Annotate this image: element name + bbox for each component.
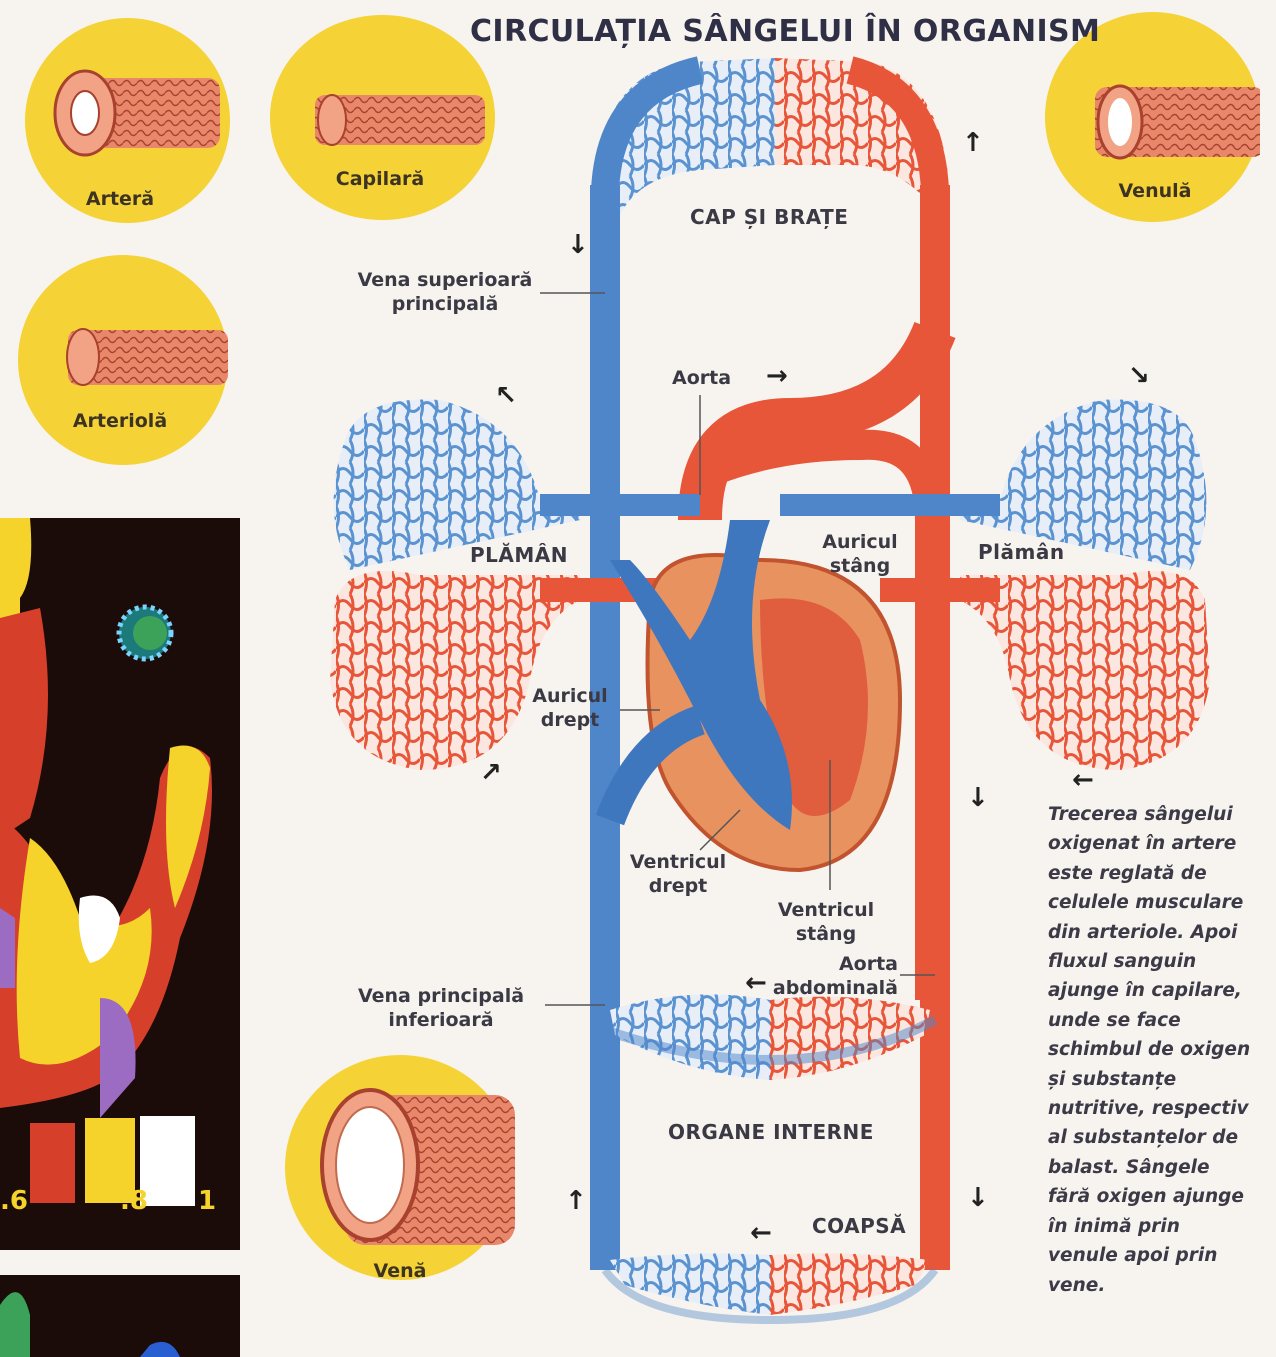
label-abdominal-aorta: Aorta abdominală	[770, 952, 898, 1000]
arteriole-label: Arteriolă	[65, 410, 175, 432]
vein-label: Venă	[350, 1260, 450, 1282]
note-line: nutritive, respectiv	[1048, 1094, 1263, 1123]
label-line: Aorta	[770, 952, 898, 976]
note-line: ajunge în capilare,	[1048, 976, 1263, 1005]
note-line: schimbul de oxigen	[1048, 1035, 1263, 1064]
flow-arrow-left-icon: ←	[1072, 767, 1094, 793]
label-left-atrium: Auricul stâng	[815, 530, 905, 578]
label-line: stâng	[815, 554, 905, 578]
label-line: Ventricul	[628, 850, 728, 874]
note-line: celulele musculare	[1048, 888, 1263, 917]
flow-arrow-upright-icon: ↗	[480, 760, 502, 786]
note-line: balast. Sângele	[1048, 1153, 1263, 1182]
note-line: din arteriole. Apoi	[1048, 918, 1263, 947]
flow-arrow-up-icon: ↑	[962, 130, 984, 156]
note-line: Trecerea sângelui	[1048, 800, 1263, 829]
note-line: oxigenat în artere	[1048, 829, 1263, 858]
flow-arrow-right-icon: →	[766, 363, 788, 389]
label-line: stâng	[776, 922, 876, 946]
label-line: drept	[525, 708, 615, 732]
flow-arrow-upleft-icon: ↖	[495, 383, 517, 409]
label-line: Auricul	[525, 684, 615, 708]
label-superior-vena-cava: Vena superioară principală	[350, 268, 540, 316]
flow-arrow-left-icon: ←	[745, 970, 767, 996]
scale-label-08: .8	[120, 1186, 148, 1216]
artery-label: Arteră	[70, 188, 170, 210]
label-line: drept	[628, 874, 728, 898]
flow-arrow-down-icon: ↓	[567, 232, 589, 258]
scale-label-1: 1	[198, 1186, 216, 1216]
label-line: principală	[350, 292, 540, 316]
region-internal-organs: ORGANE INTERNE	[668, 1120, 874, 1144]
label-line: Ventricul	[776, 898, 876, 922]
vein-illustration	[285, 1055, 515, 1280]
flow-arrow-down-icon: ↓	[967, 785, 989, 811]
thigh-capillaries	[605, 1253, 935, 1320]
arteriole-bubble	[18, 255, 228, 465]
note-line: și substanțe	[1048, 1065, 1263, 1094]
region-lung-left: PLĂMÂN	[470, 543, 568, 567]
region-head-arms: CAP ȘI BRAȚE	[690, 205, 848, 229]
note-line: fără oxigen ajunge	[1048, 1182, 1263, 1211]
label-left-ventricle: Ventricul stâng	[776, 898, 876, 946]
venule-label: Venulă	[1105, 180, 1205, 202]
region-lung-right: Plămân	[978, 540, 1065, 564]
label-line: inferioară	[356, 1008, 526, 1032]
label-line: Vena principală	[356, 984, 526, 1008]
note-line: fluxul sanguin	[1048, 947, 1263, 976]
thermal-image-bottom	[0, 1275, 240, 1357]
label-inferior-vena-cava: Vena principală inferioară	[356, 984, 526, 1032]
capillary-label: Capilară	[330, 168, 430, 190]
label-aorta: Aorta	[672, 366, 731, 390]
note-line: în inimă prin	[1048, 1212, 1263, 1241]
flow-arrow-downright-icon: ↘	[1128, 363, 1150, 389]
thermal-shapes-bottom	[0, 1275, 240, 1357]
note-line: vene.	[1048, 1271, 1263, 1300]
label-line: Vena superioară	[350, 268, 540, 292]
arteriole-illustration	[18, 255, 228, 465]
scale-label-06: .6	[0, 1186, 28, 1216]
vein-bubble	[285, 1055, 515, 1280]
region-thigh: COAPSĂ	[812, 1214, 906, 1238]
thermal-shapes	[0, 518, 240, 1250]
label-right-atrium: Auricul drept	[525, 684, 615, 732]
diagram-title: CIRCULAȚIA SÂNGELUI ÎN ORGANISM	[470, 14, 1100, 49]
label-line: Auricul	[815, 530, 905, 554]
note-line: al substanțelor de	[1048, 1123, 1263, 1152]
flow-arrow-left-icon: ←	[750, 1220, 772, 1246]
note-line: unde se face	[1048, 1006, 1263, 1035]
label-right-ventricle: Ventricul drept	[628, 850, 728, 898]
note-line: este reglată de	[1048, 859, 1263, 888]
flow-arrow-up-icon: ↑	[565, 1188, 587, 1214]
flow-arrow-down-icon: ↓	[967, 1185, 989, 1211]
thermal-image-top: .6 .8 1	[0, 518, 240, 1250]
internal-organs-capillaries	[605, 994, 935, 1080]
label-line: abdominală	[770, 976, 898, 1000]
note-line: venule apoi prin	[1048, 1241, 1263, 1270]
